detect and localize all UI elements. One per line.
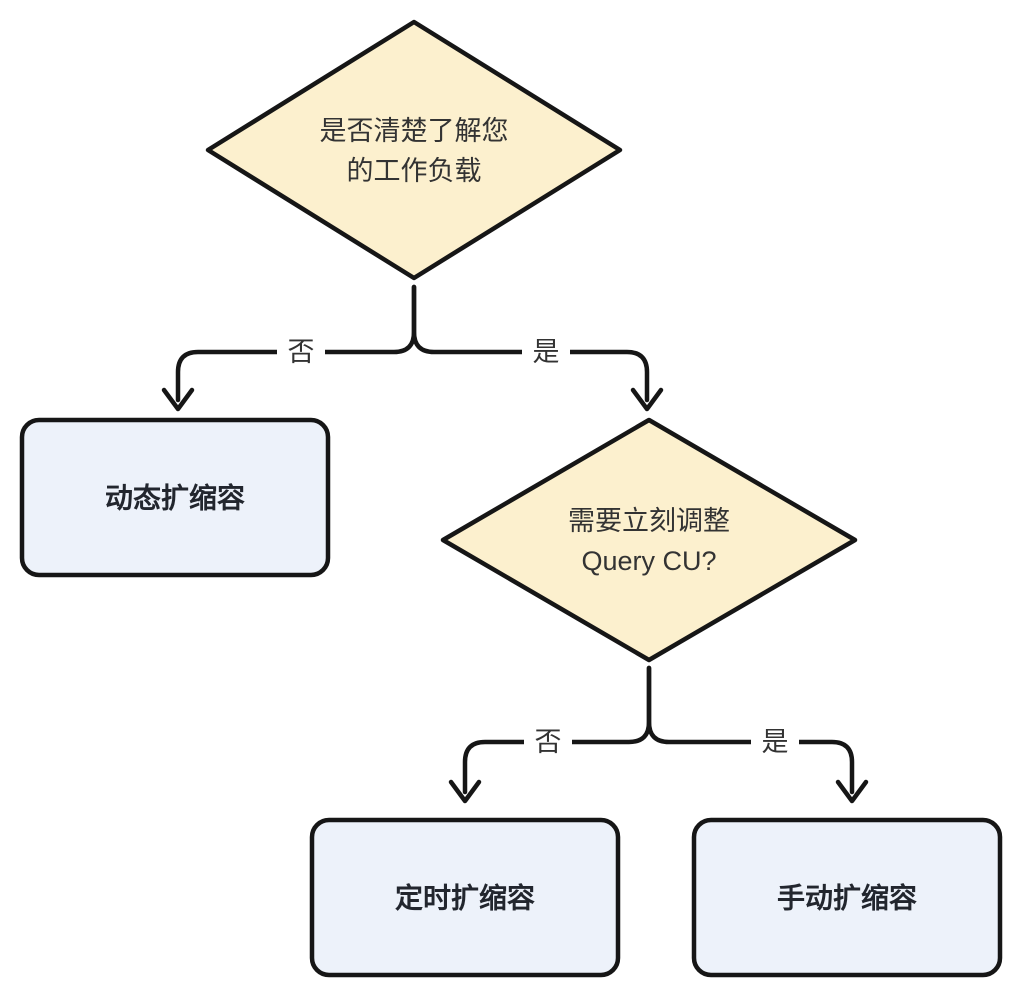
edge-labels-group: 否 是 否 是 [277,330,799,764]
decision-node-workload: 是否清楚了解您 的工作负载 [205,19,623,281]
edge-label-bg-no-1 [277,330,325,374]
process-manual-scaling-text: 手动扩缩容 [777,882,917,914]
edge-label-bg-yes-1 [522,330,570,374]
decision-query-cu-text-line2: Query CU? [581,546,716,576]
edge-label-bg-no-2 [524,720,572,764]
edge-label-yes-1: 是 [533,337,560,367]
decision-workload-text-line2: 的工作负载 [347,156,482,186]
decision-workload-text-line1: 是否清楚了解您 [320,116,509,146]
edge-label-bg-yes-2 [751,720,799,764]
edge-label-no-1: 否 [288,337,315,367]
edge-yes-to-manual [646,665,855,795]
process-node-manual-scaling: 手动扩缩容 [691,817,1003,978]
arrowhead-to-manual [835,779,869,804]
process-scheduled-scaling-text: 定时扩缩容 [395,882,535,914]
decision-diamond-query-cu [440,417,858,663]
arrowhead-to-scheduled [448,779,482,804]
arrowhead-to-dynamic [161,387,195,412]
arrowhead-to-query-cu [630,387,664,412]
process-node-dynamic-scaling: 动态扩缩容 [19,417,331,578]
process-rect-manual-scaling [691,817,1003,978]
process-node-scheduled-scaling: 定时扩缩容 [309,817,621,978]
process-rect-dynamic-scaling [19,417,331,578]
process-dynamic-scaling-text: 动态扩缩容 [105,482,245,514]
process-rect-scheduled-scaling [309,817,621,978]
decision-diamond-workload [205,19,623,281]
decision-query-cu-text-line1: 需要立刻调整 [568,506,730,536]
edge-label-no-2: 否 [535,727,562,757]
edge-label-yes-2: 是 [762,727,789,757]
decision-node-query-cu: 需要立刻调整 Query CU? [440,417,858,663]
